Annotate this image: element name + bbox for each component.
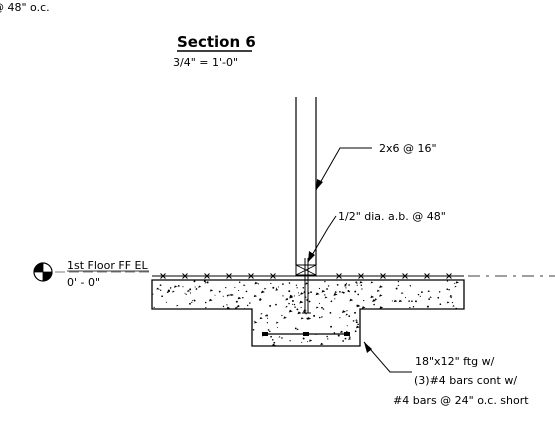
header-fragment-text: @ 48" o.c. [0,1,50,14]
level-elevation: 0' - 0" [67,276,100,289]
note-footing-line3: #4 bars @ 24" o.c. short [393,394,529,407]
section-title: Section 6 [177,33,256,51]
note-footing-line1: 18"x12" ftg w/ [415,355,495,368]
scale-text: 3/4" = 1'-0" [173,56,238,69]
anchor-bolt [302,258,311,314]
footing-rebar [262,332,350,336]
note-anchor-bolt: 1/2" dia. a.b. @ 48" [338,210,446,223]
concrete-aggregate-hatch [152,280,459,346]
vapor-barrier-marks [160,273,452,279]
leader-anchor-bolt [307,215,337,263]
stud-wall [295,97,317,265]
sill-plate [295,264,317,276]
leader-stud [315,147,372,191]
level-name: 1st Floor FF EL [67,259,149,272]
floor-line [152,273,555,279]
level-marker [33,262,152,282]
leader-footing [363,341,412,373]
note-footing-line2: (3)#4 bars cont w/ [414,374,517,387]
note-stud: 2x6 @ 16" [379,142,437,155]
